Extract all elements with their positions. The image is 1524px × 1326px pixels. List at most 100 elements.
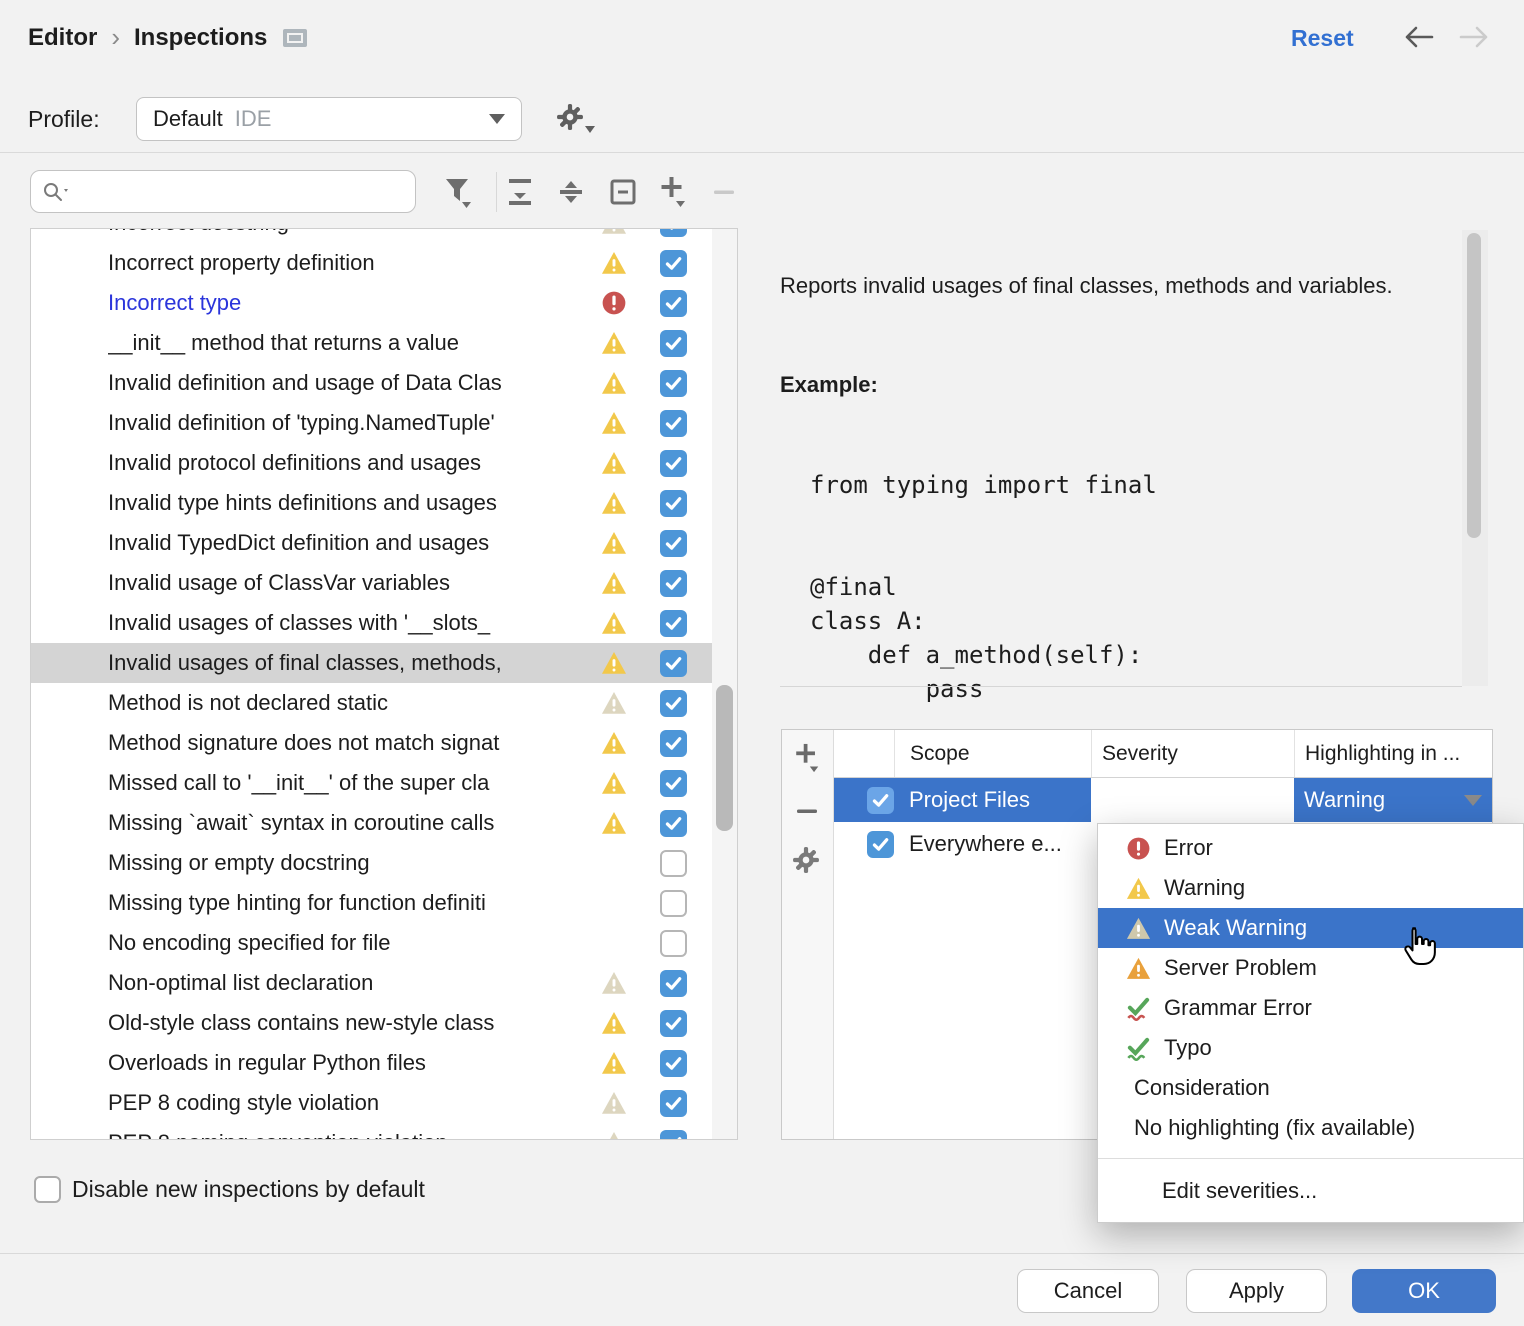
warning-icon bbox=[601, 690, 627, 716]
inspection-label: PEP 8 naming convention violation bbox=[108, 1130, 597, 1139]
inspection-row[interactable]: Incorrect docstring bbox=[31, 229, 713, 243]
inspection-row[interactable]: Invalid usages of final classes, methods… bbox=[31, 643, 713, 683]
list-scrollbar-track[interactable] bbox=[712, 229, 737, 1139]
scope-column-header[interactable]: Scope bbox=[894, 730, 1091, 777]
severity-menu-item[interactable]: Error bbox=[1098, 828, 1523, 868]
inspection-checkbox[interactable] bbox=[660, 409, 687, 437]
inspection-row[interactable]: PEP 8 coding style violation bbox=[31, 1083, 713, 1123]
inspection-checkbox[interactable] bbox=[660, 369, 687, 397]
severity-menu-item[interactable]: Weak Warning bbox=[1098, 908, 1523, 948]
inspection-row[interactable]: Incorrect type bbox=[31, 283, 713, 323]
inspection-checkbox[interactable] bbox=[660, 649, 687, 677]
scope-name[interactable]: Project Files bbox=[894, 778, 1091, 822]
inspection-row[interactable]: Invalid definition and usage of Data Cla… bbox=[31, 363, 713, 403]
inspection-checkbox[interactable] bbox=[660, 609, 687, 637]
add-inspection-icon[interactable] bbox=[657, 176, 689, 208]
inspection-checkbox[interactable] bbox=[660, 229, 687, 237]
inspection-row[interactable]: Invalid usages of classes with '__slots_ bbox=[31, 603, 713, 643]
inspection-row[interactable]: Invalid usage of ClassVar variables bbox=[31, 563, 713, 603]
severity-menu-item[interactable]: Grammar Error bbox=[1098, 988, 1523, 1028]
collapse-all-icon[interactable] bbox=[555, 176, 587, 208]
inspection-row[interactable]: Overloads in regular Python files bbox=[31, 1043, 713, 1083]
profile-gear-button[interactable] bbox=[556, 103, 595, 133]
inspection-row[interactable]: Incorrect property definition bbox=[31, 243, 713, 283]
inspection-label: Invalid definition and usage of Data Cla… bbox=[108, 370, 502, 395]
inspection-row[interactable]: Method signature does not match signat bbox=[31, 723, 713, 763]
edit-severities-menu-item[interactable]: Edit severities... bbox=[1162, 1178, 1318, 1203]
severity-cell[interactable] bbox=[1091, 778, 1294, 822]
detail-scrollbar-thumb[interactable] bbox=[1467, 233, 1481, 538]
expand-all-icon[interactable] bbox=[504, 176, 536, 208]
remove-scope-icon[interactable] bbox=[792, 794, 824, 826]
inspection-checkbox[interactable] bbox=[660, 729, 687, 757]
collapse-node-icon[interactable] bbox=[607, 176, 639, 208]
scope-row[interactable]: Project Files Warning bbox=[834, 778, 1492, 822]
inspection-row[interactable]: Invalid protocol definitions and usages bbox=[31, 443, 713, 483]
inspection-checkbox[interactable] bbox=[660, 1089, 687, 1117]
severity-column-header[interactable]: Severity bbox=[1091, 730, 1294, 777]
severity-menu-label: Typo bbox=[1164, 1035, 1212, 1060]
profile-dropdown[interactable]: Default IDE bbox=[136, 97, 522, 141]
inspection-checkbox[interactable] bbox=[660, 489, 687, 517]
back-arrow-icon[interactable] bbox=[1402, 24, 1438, 55]
warning-icon bbox=[1126, 876, 1151, 901]
severity-menu-item[interactable]: Server Problem bbox=[1098, 948, 1523, 988]
inspection-row[interactable]: Missing `await` syntax in coroutine call… bbox=[31, 803, 713, 843]
inspection-checkbox[interactable] bbox=[660, 969, 687, 997]
inspection-row[interactable]: Non-optimal list declaration bbox=[31, 963, 713, 1003]
scope-settings-gear-icon[interactable] bbox=[792, 842, 824, 874]
inspection-checkbox[interactable] bbox=[660, 249, 687, 277]
disable-new-inspections-checkbox[interactable] bbox=[34, 1176, 61, 1203]
profile-value: Default bbox=[153, 106, 223, 131]
inspection-checkbox[interactable] bbox=[660, 1049, 687, 1077]
inspection-row[interactable]: Invalid type hints definitions and usage… bbox=[31, 483, 713, 523]
reset-button[interactable]: Reset bbox=[1291, 25, 1354, 51]
inspection-checkbox[interactable] bbox=[660, 569, 687, 597]
inspection-row[interactable]: Missed call to '__init__' of the super c… bbox=[31, 763, 713, 803]
inspection-row[interactable]: __init__ method that returns a value bbox=[31, 323, 713, 363]
severity-menu-item[interactable]: Warning bbox=[1098, 868, 1523, 908]
inspection-row[interactable]: PEP 8 naming convention violation bbox=[31, 1123, 713, 1139]
severity-menu-item[interactable]: Consideration bbox=[1098, 1068, 1523, 1108]
inspection-checkbox[interactable] bbox=[660, 889, 687, 917]
inspection-checkbox[interactable] bbox=[660, 809, 687, 837]
search-input[interactable] bbox=[30, 170, 416, 213]
inspection-checkbox[interactable] bbox=[660, 529, 687, 557]
ok-button[interactable]: OK bbox=[1352, 1269, 1496, 1313]
inspection-row[interactable]: Missing type hinting for function defini… bbox=[31, 883, 713, 923]
inspection-checkbox[interactable] bbox=[660, 1129, 687, 1139]
filter-icon[interactable] bbox=[441, 176, 473, 208]
highlighting-column-header[interactable]: Highlighting in ... bbox=[1294, 730, 1492, 777]
cancel-button[interactable]: Cancel bbox=[1017, 1269, 1159, 1313]
inspection-row[interactable]: Invalid definition of 'typing.NamedTuple… bbox=[31, 403, 713, 443]
severity-menu-item[interactable]: No highlighting (fix available) bbox=[1098, 1108, 1523, 1148]
inspection-row[interactable]: Method is not declared static bbox=[31, 683, 713, 723]
severity-menu-item[interactable]: Typo bbox=[1098, 1028, 1523, 1068]
inspection-checkbox[interactable] bbox=[660, 289, 687, 317]
inspection-checkbox[interactable] bbox=[660, 849, 687, 877]
breadcrumb-editor[interactable]: Editor bbox=[28, 23, 98, 51]
scope-name[interactable]: Everywhere e... bbox=[909, 831, 1062, 856]
scope-checkbox[interactable] bbox=[867, 830, 894, 858]
inspection-checkbox[interactable] bbox=[660, 329, 687, 357]
inspection-row[interactable]: Old-style class contains new-style class bbox=[31, 1003, 713, 1043]
inspection-checkbox[interactable] bbox=[660, 1009, 687, 1037]
inspection-checkbox[interactable] bbox=[660, 449, 687, 477]
apply-button[interactable]: Apply bbox=[1186, 1269, 1327, 1313]
inspection-label: Missing or empty docstring bbox=[108, 850, 370, 875]
inspection-checkbox[interactable] bbox=[660, 769, 687, 797]
inspection-checkbox[interactable] bbox=[660, 929, 687, 957]
inspection-row[interactable]: No encoding specified for file bbox=[31, 923, 713, 963]
inspection-row[interactable]: Missing or empty docstring bbox=[31, 843, 713, 883]
inspection-checkbox[interactable] bbox=[660, 689, 687, 717]
inspection-label: Incorrect property definition bbox=[108, 250, 375, 275]
list-scrollbar-thumb[interactable] bbox=[716, 685, 733, 831]
highlighting-cell[interactable]: Warning bbox=[1294, 778, 1492, 822]
add-scope-icon[interactable] bbox=[792, 742, 824, 774]
scope-checkbox[interactable] bbox=[867, 786, 894, 814]
scope-row[interactable]: Everywhere e... bbox=[834, 822, 1492, 866]
inspection-row[interactable]: Invalid TypedDict definition and usages bbox=[31, 523, 713, 563]
server-problem-icon bbox=[1126, 956, 1151, 981]
remove-inspection-icon bbox=[708, 176, 740, 208]
